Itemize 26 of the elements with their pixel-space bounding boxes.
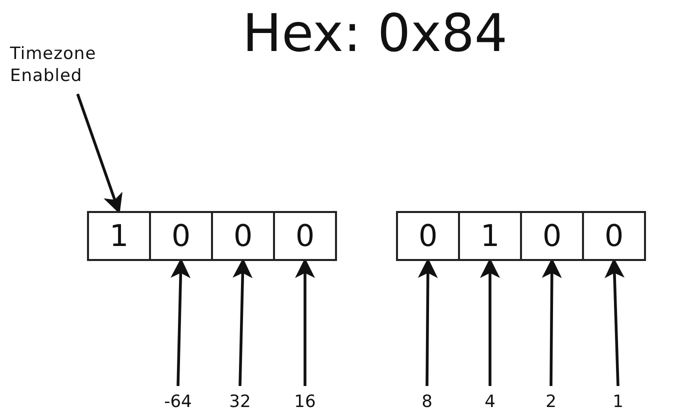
bit-cell <box>396 211 460 261</box>
bit-cell <box>458 211 522 261</box>
bit-weight-label: 8 <box>405 390 449 414</box>
bit-value: 0 <box>171 218 191 254</box>
bit-weight-label: 1 <box>596 390 640 414</box>
bit-value: 0 <box>233 218 253 254</box>
bit-cell <box>211 211 275 261</box>
bit-value: 0 <box>295 218 315 254</box>
bit-value: 1 <box>480 218 500 254</box>
bit-cell <box>149 211 213 261</box>
bit-value: 1 <box>109 218 129 254</box>
bit-weight-label: 4 <box>468 390 512 414</box>
bit-weight-label: -64 <box>156 390 200 414</box>
bit-weight-label: 16 <box>283 390 327 414</box>
bit-cell <box>520 211 584 261</box>
callout-label: Timezone Enabled <box>10 40 140 90</box>
diagram-title: Hex: 0x84 <box>241 4 509 64</box>
bit-weight-label: 32 <box>218 390 262 414</box>
bit-value: 0 <box>542 218 562 254</box>
bit-cell <box>582 211 646 261</box>
bit-cell <box>273 211 337 261</box>
arrow <box>76 94 122 214</box>
bit-weight-label: 2 <box>529 390 573 414</box>
bit-cell <box>87 211 151 261</box>
bit-value: 0 <box>604 218 624 254</box>
bit-value: 0 <box>418 218 438 254</box>
